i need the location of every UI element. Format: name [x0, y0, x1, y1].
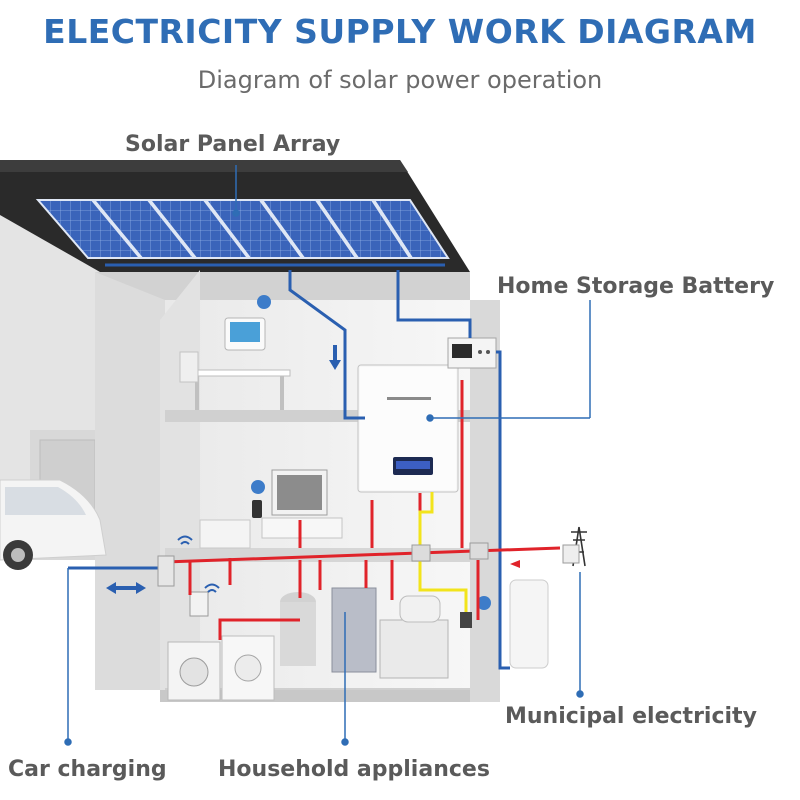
- label-car-charging: Car charging: [8, 757, 167, 782]
- solar-panel: [147, 199, 251, 259]
- lower-room: [167, 587, 491, 701]
- solar-panel-array: [35, 199, 450, 267]
- wifi-icon: [177, 535, 220, 593]
- label-home-storage-battery: Home Storage Battery: [497, 274, 775, 299]
- upper-room: [179, 295, 291, 410]
- wifi-globe-icon: [257, 295, 271, 309]
- solar-panel: [316, 199, 412, 259]
- solar-panel: [203, 199, 304, 259]
- ac-wiring: [164, 380, 561, 640]
- wifi-globe-icon: [477, 596, 491, 610]
- solar-panel: [91, 199, 197, 259]
- solar-panel: [372, 199, 450, 259]
- label-solar-panel-array: Solar Panel Array: [125, 132, 341, 157]
- controller-box: [447, 337, 497, 369]
- wifi-globe-icon: [251, 480, 265, 494]
- diagram-title: ELECTRICITY SUPPLY WORK DIAGRAM: [43, 12, 757, 51]
- label-household-appliances: Household appliances: [218, 757, 490, 782]
- solar-panel: [260, 199, 358, 259]
- home-storage-battery: [357, 364, 459, 493]
- label-municipal-electricity: Municipal electricity: [505, 704, 757, 729]
- living-room: [199, 469, 343, 549]
- callout-lines: [64, 165, 591, 746]
- solar-panel: [35, 199, 143, 259]
- dc-wiring: [418, 492, 468, 612]
- junction-boxes: [157, 542, 580, 587]
- bidirectional-arrow-icon: [106, 582, 146, 594]
- diagram-subtitle: Diagram of solar power operation: [197, 66, 603, 94]
- car: [0, 479, 107, 570]
